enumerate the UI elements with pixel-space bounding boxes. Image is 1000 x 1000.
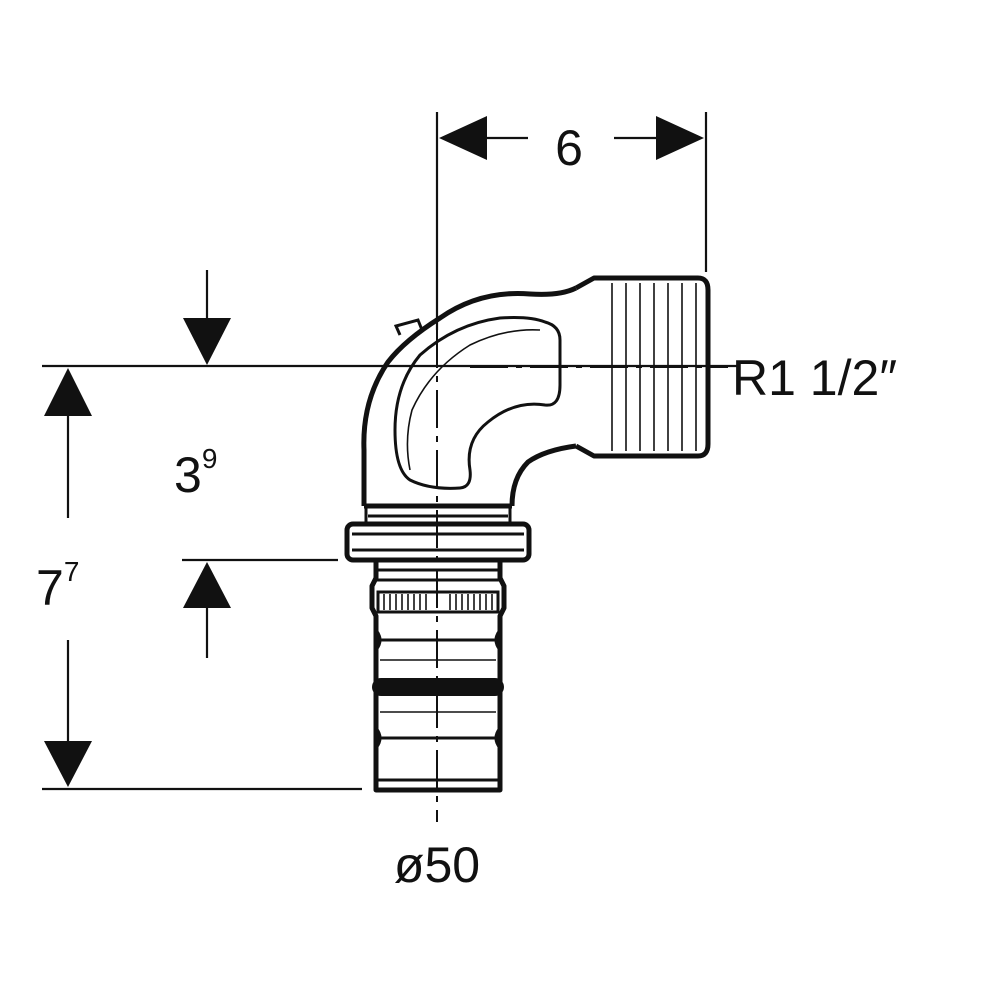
o-ring [372, 678, 504, 696]
thread-label: R1 1/2″ [732, 350, 897, 406]
threaded-end [574, 275, 711, 459]
elbow-inner-bend [509, 443, 577, 507]
elbow-fitting [361, 275, 711, 524]
insertion-label: 39 [174, 443, 217, 503]
dimension-total-height: 77 [36, 364, 740, 791]
elbow-outer-bend [361, 285, 578, 506]
width-label: 6 [555, 120, 583, 176]
total-height-label: 77 [36, 556, 79, 616]
arrow-up-icon [183, 562, 231, 608]
arrow-down-icon [183, 318, 231, 365]
dimension-insertion: 39 [174, 270, 231, 658]
dimension-width: 6 [435, 112, 708, 330]
knurl-lines [383, 594, 493, 610]
elbow-inner-cavity-2 [406, 328, 541, 471]
elbow-inner-cavity [393, 316, 562, 490]
arrow-right-icon [656, 116, 704, 160]
elbow-nub [393, 318, 424, 336]
arrow-down-icon [44, 741, 92, 787]
arrow-up-icon [44, 368, 92, 416]
diameter-label: ø50 [394, 837, 480, 893]
arrow-left-icon [439, 116, 487, 160]
